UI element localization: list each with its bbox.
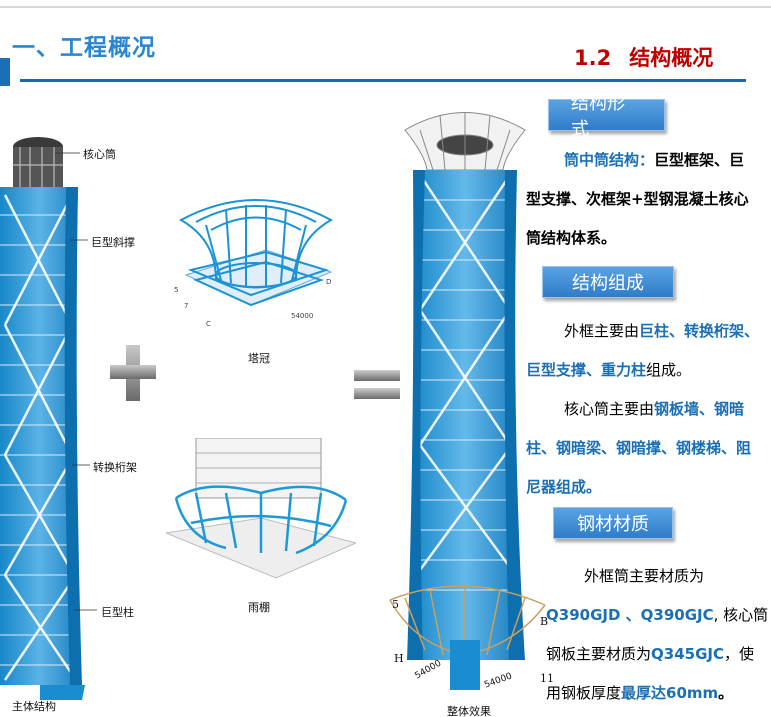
mat-l2a: Q390GJD 、Q390GJC: [546, 606, 714, 624]
svg-text:D: D: [326, 278, 331, 286]
form-line-2: 型支撑、次框架+型钢混凝土核心: [526, 190, 749, 208]
main-structure-image: [0, 137, 97, 700]
overall-effect-image: [389, 112, 546, 690]
equals-icon: [354, 370, 400, 399]
mat-l3a: 钢板主要材质为: [546, 645, 652, 663]
material-line-1: 外框筒主要材质为: [584, 567, 705, 585]
structure-form-button[interactable]: 结构形式: [548, 93, 665, 140]
subsection-number: 1.2: [574, 46, 612, 70]
caption-main-structure: 主体结构: [12, 700, 56, 713]
label-transfer-truss: 转换桁架: [92, 459, 138, 475]
subsection-title: 结构概况: [629, 46, 714, 70]
comp-l1a: 外框主要由: [564, 322, 640, 340]
section-title: 一、工程概况: [12, 35, 156, 61]
composition-line-4: 柱、钢暗梁、钢暗撑、钢楼梯、阻: [526, 439, 752, 457]
caption-overall-effect: 整体效果: [447, 705, 491, 717]
top-rule: [0, 6, 771, 8]
comp-l3a: 核心筒主要由: [564, 400, 655, 418]
mat-l4c: 。: [718, 684, 734, 702]
grid-label-h: H: [394, 652, 404, 665]
grid-label-b: B: [540, 615, 549, 628]
composition-line-3: 核心筒主要由钢板墙、钢暗: [526, 390, 771, 429]
svg-text:C: C: [206, 320, 211, 328]
grid-label-5: 5: [392, 598, 399, 611]
label-mega-column: 巨型柱: [100, 604, 135, 620]
mat-l2b: , 核心筒: [713, 606, 769, 624]
form-rest-1: 巨型框架、巨: [654, 151, 745, 169]
composition-line-5: 尼器组成。: [526, 478, 602, 496]
material-line-3: 钢板主要材质为Q345GJC，使: [546, 635, 771, 674]
steel-material-button[interactable]: 钢材材质: [553, 507, 673, 539]
caption-canopy: 雨棚: [248, 601, 270, 614]
subsection-heading: 1.2 结构概况: [574, 42, 713, 72]
structure-composition-button[interactable]: 结构组成: [542, 266, 674, 298]
steel-material-text: 外框筒主要材质为 Q390GJD 、Q390GJC, 核心筒 钢板主要材质为Q3…: [546, 557, 771, 713]
svg-text:54000: 54000: [291, 312, 313, 320]
label-core-tube: 核心筒: [82, 146, 117, 162]
material-line-4: 用钢板厚度最厚达60mm。: [546, 674, 771, 713]
svg-text:5: 5: [174, 286, 178, 294]
grid-label-11: 11: [540, 672, 554, 685]
form-lead: 筒中筒结构：: [564, 151, 655, 169]
tower-crown-image: 57C 54000 D: [174, 199, 334, 328]
mat-l4a: 用钢板厚度: [546, 684, 622, 702]
structure-form-text: 筒中筒结构：巨型框架、巨 型支撑、次框架+型钢混凝土核心 筒结构体系。: [526, 141, 771, 258]
label-mega-brace: 巨型斜撑: [90, 234, 136, 250]
caption-crown: 塔冠: [248, 352, 270, 365]
comp-l2b: 组成。: [646, 361, 692, 379]
canopy-image: [166, 438, 356, 579]
composition-line-2: 巨型支撑、重力柱组成。: [526, 351, 771, 390]
mat-l3b: Q345GJC: [651, 645, 724, 663]
plus-icon: [110, 345, 156, 401]
comp-l1b: 巨柱、转换桁架、: [639, 322, 760, 340]
section-tab-marker: [0, 58, 10, 86]
title-rule: [20, 79, 746, 82]
form-line-3: 筒结构体系。: [526, 229, 617, 247]
svg-text:7: 7: [184, 302, 188, 310]
mat-l3c: ，使: [723, 645, 754, 663]
comp-l3b: 钢板墙、钢暗: [654, 400, 745, 418]
structure-composition-text: 外框主要由巨柱、转换桁架、 巨型支撑、重力柱组成。 核心筒主要由钢板墙、钢暗 柱…: [526, 312, 771, 507]
material-line-2: Q390GJD 、Q390GJC, 核心筒: [546, 596, 771, 635]
form-line-1: 筒中筒结构：巨型框架、巨: [526, 141, 771, 180]
mat-l4b: 最厚达60mm: [621, 684, 719, 702]
composition-line-1: 外框主要由巨柱、转换桁架、: [526, 312, 771, 351]
comp-l2a: 巨型支撑、重力柱: [526, 361, 647, 379]
